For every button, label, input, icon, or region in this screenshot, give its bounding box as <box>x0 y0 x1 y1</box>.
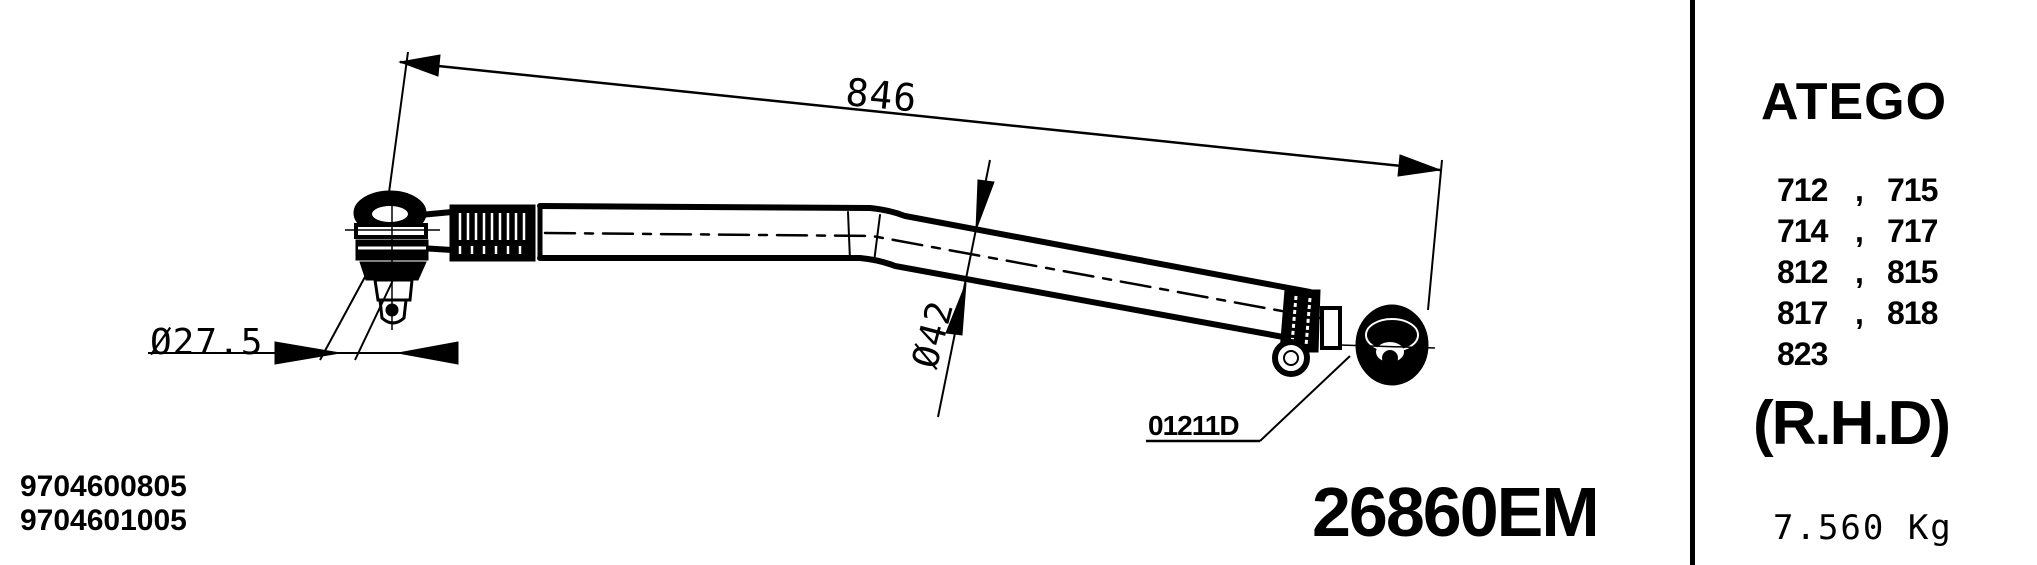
model: 812 <box>1777 254 1828 290</box>
model: 823 <box>1777 336 1828 372</box>
weight: 7.560 Kg <box>1773 508 1953 548</box>
ref-code-leader <box>1146 355 1351 443</box>
dimension-42-line <box>937 159 995 418</box>
model: 714 <box>1777 213 1828 249</box>
model-row: 714 , 717 <box>1777 211 1938 252</box>
panel-divider <box>1690 0 1695 565</box>
model: 815 <box>1887 254 1938 290</box>
left-ball-joint <box>345 190 453 330</box>
right-clamp <box>1272 289 1342 377</box>
model-separator: , <box>1855 213 1864 249</box>
model: 715 <box>1887 172 1938 208</box>
rod-tube <box>537 203 1322 343</box>
model: 717 <box>1887 213 1938 249</box>
model-list: 712 , 715 714 , 717 812 , 815 817 , 818 … <box>1777 170 1938 375</box>
model-row: 812 , 815 <box>1777 252 1938 293</box>
model-separator: , <box>1855 254 1864 290</box>
model-row: 817 , 818 <box>1777 293 1938 334</box>
drive-side: (R.H.D) <box>1753 389 1951 458</box>
model-separator: , <box>1855 295 1864 331</box>
model-row: 712 , 715 <box>1777 170 1938 211</box>
dimension-27-5-label: Ø27.5 <box>150 322 264 363</box>
model-separator: , <box>1855 172 1864 208</box>
vehicle-brand: ATEGO <box>1761 73 1948 131</box>
model: 817 <box>1777 295 1828 331</box>
drag-link-drawing <box>148 51 1443 443</box>
oe-number: 9704600805 <box>20 470 187 503</box>
application-panel: ATEGO 712 , 715 714 , 717 812 , 815 817 … <box>1695 0 2037 565</box>
ref-code-label: 01211D <box>1148 410 1240 441</box>
dimension-846-line <box>387 51 1443 311</box>
dimension-846-label: 846 <box>843 70 920 121</box>
model-row: 823 <box>1777 334 1937 375</box>
part-number: 26860EM <box>1312 473 1600 551</box>
oe-number-list: 9704600805 9704601005 <box>20 470 187 538</box>
model: 712 <box>1777 172 1828 208</box>
model: 818 <box>1887 295 1938 331</box>
left-thread <box>449 204 536 262</box>
technical-drawing: 846 Ø27.5 Ø42 01211D 9704600805 97046010… <box>20 51 1600 551</box>
dimension-27-5-line <box>148 274 459 365</box>
right-ball-joint <box>1339 304 1436 386</box>
oe-number: 9704601005 <box>20 504 187 537</box>
